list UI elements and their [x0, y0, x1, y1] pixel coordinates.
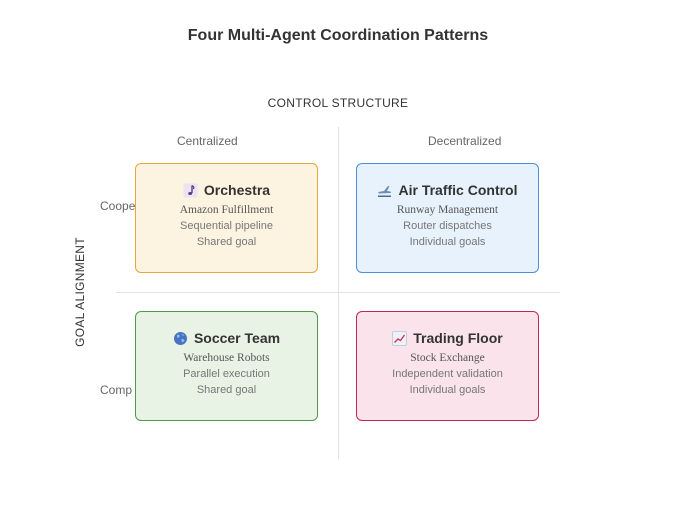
card-detail-1: Independent validation	[392, 368, 503, 380]
chart-up-icon	[392, 330, 408, 346]
quadrant-card-soccer-team: Soccer Team Warehouse Robots Parallel ex…	[135, 311, 318, 421]
card-title: Air Traffic Control	[398, 182, 518, 198]
horizontal-divider	[116, 292, 560, 293]
vertical-divider	[338, 127, 339, 459]
x-axis-title: CONTROL STRUCTURE	[267, 96, 409, 110]
y-axis-bottom-label: Comp	[100, 383, 133, 397]
card-header: Trading Floor	[357, 330, 538, 346]
card-detail-2: Individual goals	[409, 384, 486, 396]
card-example: Warehouse Robots	[183, 352, 270, 364]
card-example: Runway Management	[396, 204, 499, 216]
card-title: Trading Floor	[413, 330, 503, 346]
globe-icon	[173, 331, 188, 346]
quadrant-card-trading-floor: Trading Floor Stock Exchange Independent…	[356, 311, 539, 421]
y-axis-title: GOAL ALIGNMENT	[73, 237, 87, 347]
quadrant-card-air-traffic-control: Air Traffic Control Runway Management Ro…	[356, 163, 539, 273]
diagram-title: Four Multi-Agent Coordination Patterns	[187, 27, 489, 44]
card-detail-1: Router dispatches	[403, 220, 492, 232]
card-detail-2: Shared goal	[196, 236, 257, 248]
card-detail-2: Shared goal	[196, 384, 257, 396]
card-header: Orchestra	[136, 182, 317, 198]
music-note-icon	[183, 183, 198, 198]
card-detail-1: Parallel execution	[183, 368, 270, 380]
y-axis-top-label: Coope	[100, 199, 136, 213]
card-example: Stock Exchange	[410, 352, 485, 364]
card-header: Air Traffic Control	[357, 182, 538, 198]
card-example: Amazon Fulfillment	[179, 204, 274, 216]
x-axis-right-label: Decentralized	[428, 134, 502, 148]
card-detail-1: Sequential pipeline	[180, 220, 273, 232]
card-detail-2: Individual goals	[409, 236, 486, 248]
quadrant-card-orchestra: Orchestra Amazon Fulfillment Sequential …	[135, 163, 318, 273]
airplane-icon	[377, 183, 392, 198]
card-title: Soccer Team	[193, 330, 281, 346]
card-title: Orchestra	[203, 182, 271, 198]
x-axis-left-label: Centralized	[177, 134, 238, 148]
card-header: Soccer Team	[136, 330, 317, 346]
